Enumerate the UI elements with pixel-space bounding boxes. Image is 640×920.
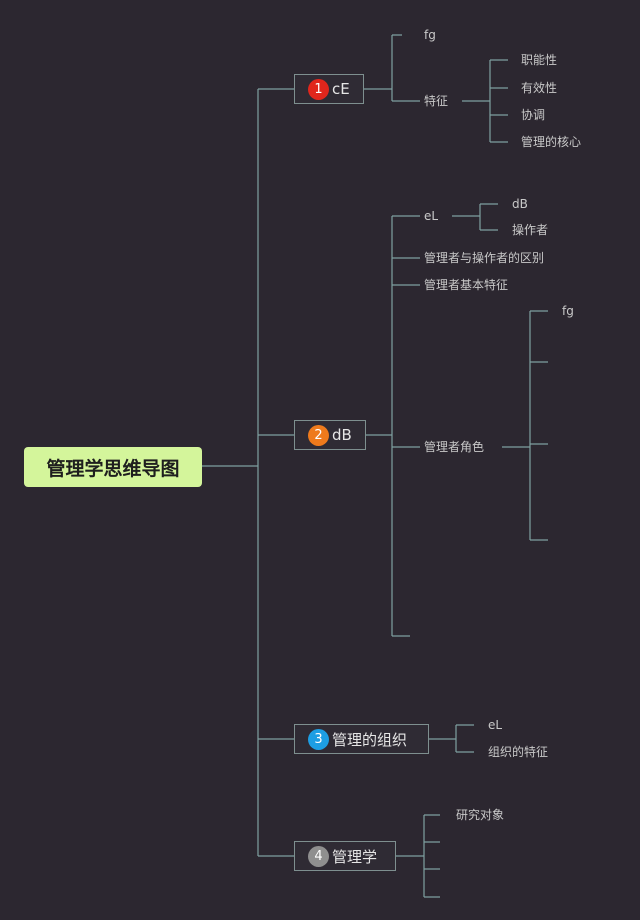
node-2-1-2[interactable]: 操作者 (512, 223, 549, 237)
number-badge-3: 3 (308, 728, 329, 750)
topic-1[interactable]: 1 cE (294, 74, 364, 104)
number-badge-2: 2 (308, 424, 329, 446)
topic-3-label: 管理的组织 (332, 730, 408, 749)
node-2-1-1[interactable]: dB (512, 197, 528, 211)
node-3-2[interactable]: 组织的特征 (488, 745, 549, 759)
node-1-2-4[interactable]: 管理的核心 (521, 135, 582, 149)
topic-1-label: cE (332, 80, 350, 98)
root-topic[interactable]: 管理学思维导图 (24, 447, 202, 487)
number-badge-4: 4 (308, 845, 329, 867)
number-badge-1: 1 (308, 78, 329, 100)
node-2-4-1[interactable]: fg (562, 304, 574, 318)
node-2-1[interactable]: eL (424, 209, 439, 223)
topic-2[interactable]: 2 dB (294, 420, 366, 450)
node-4-1[interactable]: 研究对象 (456, 808, 505, 822)
node-1-2-3[interactable]: 协调 (521, 108, 546, 122)
node-3-1[interactable]: eL (488, 718, 503, 732)
topic-3[interactable]: 3 管理的组织 (294, 724, 429, 754)
node-2-3[interactable]: 管理者基本特征 (424, 278, 509, 292)
node-1-2[interactable]: 特征 (424, 94, 449, 108)
node-1-2-1[interactable]: 职能性 (521, 53, 558, 67)
node-2-2[interactable]: 管理者与操作者的区别 (424, 251, 545, 265)
node-1-2-2[interactable]: 有效性 (521, 81, 558, 95)
topic-4-label: 管理学 (332, 847, 378, 866)
node-2-4[interactable]: 管理者角色 (424, 440, 485, 454)
topic-4[interactable]: 4 管理学 (294, 841, 396, 871)
topic-2-label: dB (332, 426, 352, 444)
node-1-1[interactable]: fg (424, 28, 436, 42)
